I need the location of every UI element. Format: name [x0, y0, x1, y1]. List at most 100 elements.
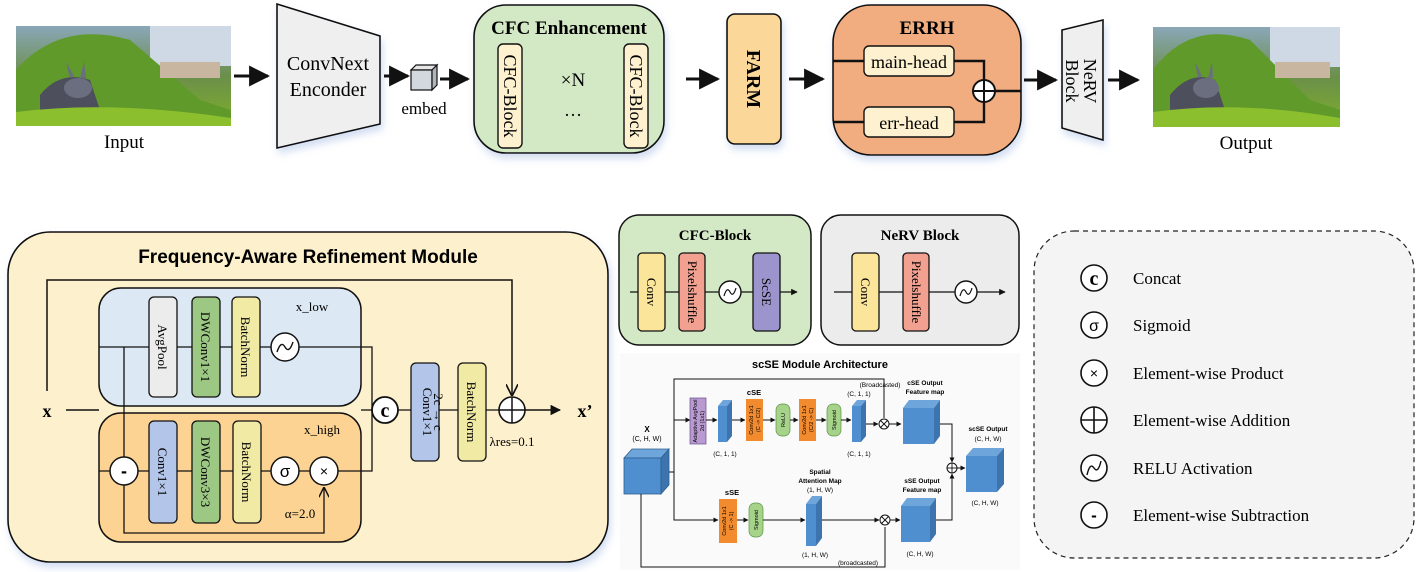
broadcasted-top-label: (Broadcasted) [860, 382, 901, 389]
nerv-label-line1: NeRV [1080, 59, 1100, 104]
scse-pool-block [689, 397, 707, 445]
scse-pooled-shape: (C, 1, 1) [713, 451, 736, 458]
fuse-conv-block [410, 362, 440, 462]
conv1x1-label: Conv1×1 [155, 448, 170, 497]
scse-out-shape-bottom: (C, H, W) [971, 500, 998, 507]
cse-label: cSE [747, 388, 761, 397]
product-icon: × [1080, 359, 1108, 387]
cfc-block-first-label: CFC-Block [500, 54, 520, 137]
scse-input-label: X [644, 425, 650, 434]
repeat-label: ×N [561, 70, 586, 91]
lambda-label: λres=0.1 [489, 434, 534, 449]
scse-output-cube [966, 448, 1004, 492]
alpha-label: α=2.0 [285, 506, 315, 521]
cfc-conv-label: Conv [644, 278, 659, 307]
input-label: Input [104, 132, 145, 153]
sigmoid-icon: σ [270, 456, 300, 486]
output-image [1153, 27, 1340, 127]
cse-out-line1: cSE Output [907, 380, 943, 387]
sse-conv-line1: Conv2d 1x1 [722, 506, 728, 535]
fuse-conv-label-line2: 2c → c [431, 393, 446, 431]
sigmoid-icon: σ [1080, 311, 1108, 339]
errh-addition-icon [972, 79, 996, 103]
addition-icon [1080, 406, 1108, 434]
cfc-enhancement-title: CFC Enhancement [491, 18, 647, 39]
nerv-block-detail-title: NeRV Block [881, 228, 960, 244]
ellipsis-label: … [564, 100, 582, 120]
scse-sigmoid-label: Sigmoid [832, 410, 838, 430]
scse-addition-icon [946, 462, 958, 474]
svg-text:σ: σ [1089, 318, 1099, 335]
nerv-pixelshuffle-label: Pixelshuffle [909, 261, 924, 324]
low-branch-label: x_low [296, 299, 329, 314]
scse-out-line1: scSE Output [968, 426, 1008, 433]
sse-out-shape: (C, H, W) [906, 551, 933, 558]
scse-conv-a-line1: Conv2d 1x1 [749, 405, 755, 434]
channel-att-shape-top: (C, 1, 1) [847, 391, 870, 398]
farm-input-label: x [43, 401, 52, 421]
fuse-batchnorm-block [457, 362, 487, 462]
scse-conv-a-block [746, 399, 763, 441]
avgpool-label: AvgPool [155, 324, 170, 370]
sse-out-line1: sSE Output [904, 478, 940, 485]
high-branch-label: x_high [304, 422, 341, 437]
nerv-conv-label: Conv [858, 278, 873, 307]
scse-conv-b-line2: (C/2 -> C) [809, 408, 815, 432]
cfc-block-last-label: CFC-Block [626, 54, 646, 137]
cse-out-line2: Feature map [906, 389, 945, 396]
dwconv1x1-block [191, 296, 221, 398]
legend-label: Sigmoid [1133, 316, 1191, 335]
cfc-block-first [497, 43, 523, 149]
cse-output-cube [903, 400, 940, 444]
legend-item-subtraction: - Element-wise Subtraction [1080, 501, 1310, 529]
cfc-scse-block [752, 252, 781, 332]
residual-connection [46, 279, 512, 395]
encoder-label-line2: Enconder [290, 79, 367, 101]
sse-output-cube [901, 498, 936, 542]
legend-label: Element-wise Product [1133, 364, 1284, 383]
scse-conv-a-line2: (C -> C/2) [756, 408, 762, 432]
svg-text:c: c [1090, 268, 1099, 290]
embed-label: embed [401, 99, 447, 118]
spatial-line2: Attention Map [798, 478, 841, 485]
scse-pool-label-line1: Adaptive AvgPool [693, 399, 699, 442]
fuse-batchnorm-label: BatchNorm [464, 382, 479, 443]
cfc-block-last [623, 43, 649, 149]
legend-label: Element-wise Addition [1133, 411, 1291, 430]
svg-text:-: - [121, 461, 127, 481]
spatial-shape: (1, H, W) [807, 487, 833, 494]
scse-out-shape-top: (C, H, W) [974, 436, 1001, 443]
encoder-label-line1: ConvNext [287, 53, 370, 75]
scse-pool-label-line2: 2d (1x1) [700, 411, 706, 431]
low-batchnorm-label: BatchNorm [238, 317, 253, 378]
legend-label: Concat [1133, 269, 1181, 288]
svg-text:×: × [1090, 365, 1098, 381]
channel-attention-cube [852, 400, 866, 442]
scse-pooled-cube [718, 400, 732, 442]
cfc-relu-icon [718, 280, 742, 304]
concat-icon: c [1080, 264, 1108, 292]
subtract-icon: - [109, 456, 139, 486]
high-batchnorm-block [232, 420, 262, 524]
farm-detail-title: Frequency-Aware Refinement Module [138, 247, 478, 268]
err-head-label: err-head [879, 113, 939, 133]
sse-label: sSE [725, 488, 739, 497]
conv1x1-block [148, 420, 178, 524]
nerv-conv-block [851, 252, 880, 332]
legend-label: Element-wise Subtraction [1133, 506, 1310, 525]
main-head-label: main-head [871, 52, 947, 72]
subtraction-icon: - [1080, 501, 1108, 529]
nerv-label-line2: Block [1062, 60, 1082, 103]
cfc-scse-label: ScSE [759, 278, 774, 306]
farm-output-label: x’ [578, 401, 593, 421]
cfc-pixelshuffle-label: Pixelshuffle [685, 261, 700, 324]
cfc-pixelshuffle-block [678, 252, 706, 332]
encoder-block [276, 2, 381, 150]
residual-addition-icon [498, 396, 526, 424]
legend-item-concat: c Concat [1080, 264, 1181, 292]
nerv-pixelshuffle-block [902, 252, 930, 332]
legend-item-addition: Element-wise Addition [1080, 406, 1291, 434]
scse-conv-b-line1: Conv2d 1x1 [802, 405, 808, 434]
legend-item-sigmoid: σ Sigmoid [1080, 311, 1191, 339]
svg-text:c: c [381, 400, 390, 422]
